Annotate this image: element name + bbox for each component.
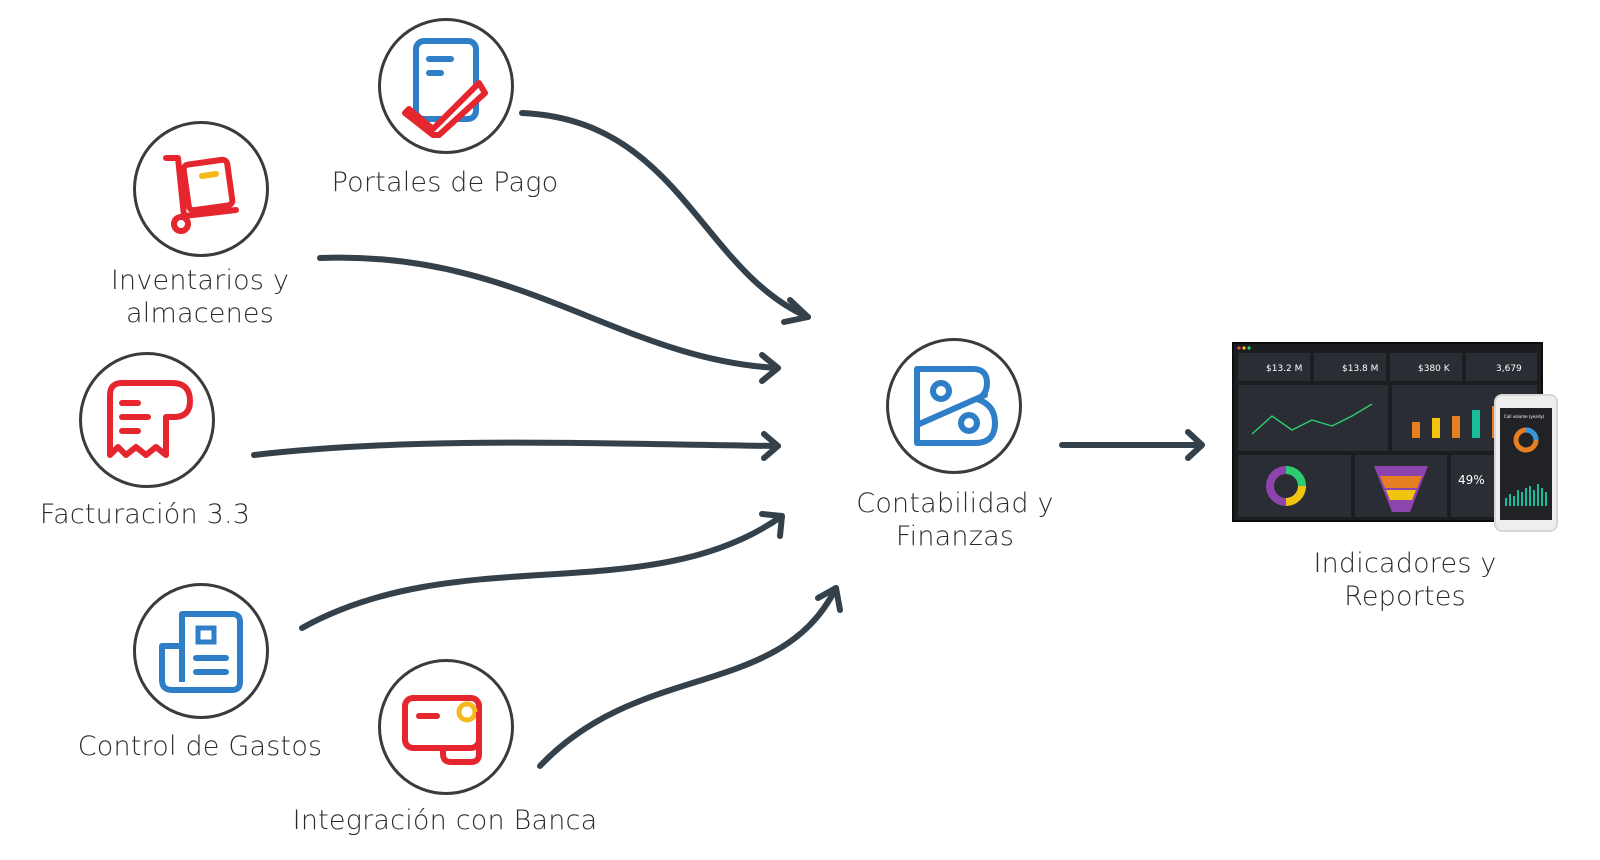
arrow-gastos-to-contabilidad (299, 513, 785, 631)
label-portales: Portales de Pago (331, 167, 559, 198)
kpi-3: $380 K (1418, 364, 1451, 374)
label-contabilidad: Contabilidad y Finanzas (820, 487, 1090, 553)
receipt-scroll-icon (107, 380, 193, 458)
label-contabilidad-line1: Contabilidad y (856, 488, 1054, 519)
label-indicadores-line1: Indicadores y (1313, 548, 1497, 579)
arrowhead-banca (815, 585, 843, 613)
label-inventarios-line1: Inventarios y (110, 265, 290, 296)
arrowhead-gastos (759, 511, 785, 539)
phone-chart-graphic: Call volume (yearly) (1504, 414, 1547, 506)
label-inventarios-line2: almacenes (126, 298, 274, 329)
kpi-1: $13.2 M (1266, 364, 1302, 374)
arrow-inventarios-to-contabilidad (317, 254, 781, 371)
phone-title: Call volume (yearly) (1504, 414, 1545, 419)
arrow-facturacion-to-contabilidad (251, 439, 781, 458)
arrow-portales-to-contabilidad (519, 110, 811, 320)
label-banca: Integración con Banca (292, 805, 598, 836)
arrowhead-portales (781, 297, 811, 325)
arrowhead-inventarios (759, 352, 781, 384)
label-indicadores-line2: Reportes (1344, 581, 1466, 612)
books-logo-icon (914, 366, 998, 446)
label-gastos: Control de Gastos (77, 731, 323, 762)
node-inventarios (133, 121, 269, 257)
label-contabilidad-line2: Finanzas (895, 521, 1015, 552)
arrowhead-contabilidad (1185, 429, 1205, 461)
node-contabilidad (886, 338, 1022, 474)
label-indicadores: Indicadores y Reportes (1270, 547, 1540, 613)
phone-screen: Call volume (yearly) (1500, 408, 1552, 520)
hand-truck-icon (163, 155, 239, 234)
label-facturacion: Facturación 3.3 (39, 499, 251, 530)
kpi-4: 3,679 (1496, 364, 1522, 374)
phone-mockup: Call volume (yearly) (1494, 394, 1558, 532)
newspaper-icon (159, 611, 243, 693)
bank-card-icon (402, 695, 482, 765)
label-inventarios: Inventarios y almacenes (80, 264, 320, 330)
kpi-2: $13.8 M (1342, 364, 1378, 374)
node-banca (378, 659, 514, 795)
dashboard-percent: 49% (1458, 473, 1485, 487)
arrowhead-facturacion (761, 431, 781, 461)
arrow-banca-to-contabilidad (537, 585, 839, 769)
node-gastos (133, 583, 269, 719)
document-check-icon (402, 38, 488, 138)
node-facturacion (79, 352, 215, 488)
node-portales (378, 18, 514, 154)
